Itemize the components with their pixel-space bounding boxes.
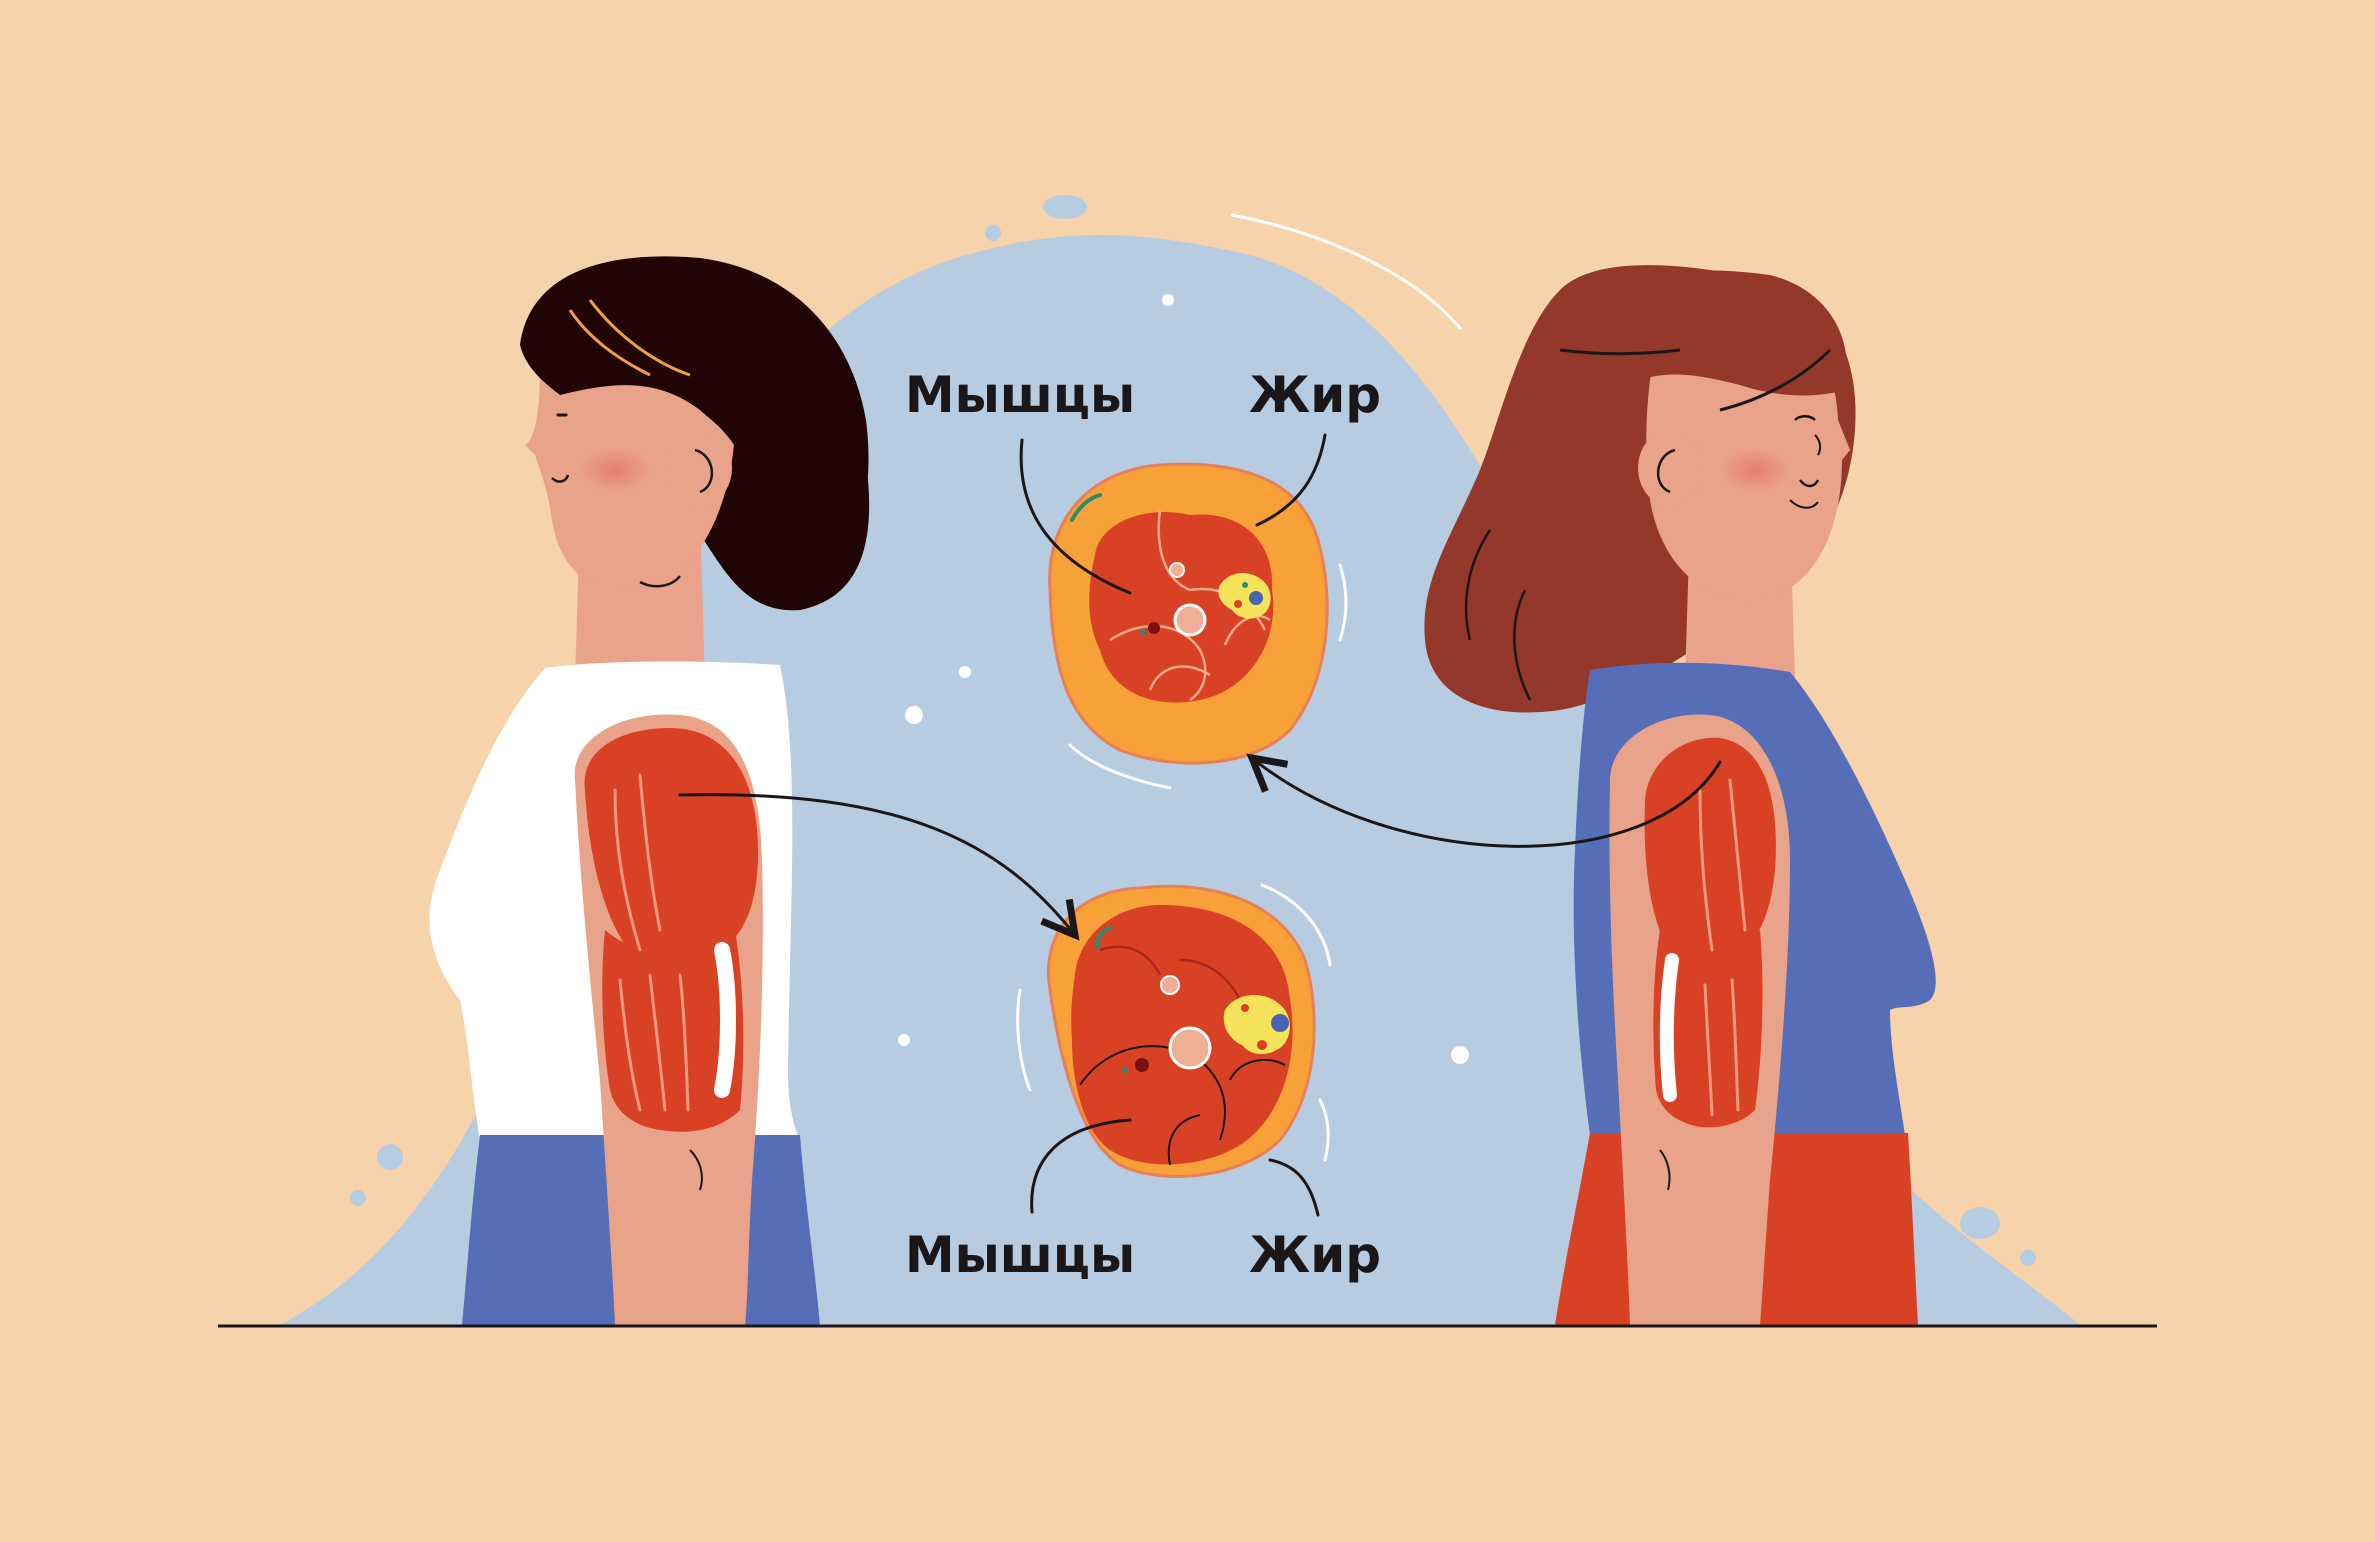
arrow-older-to-top-section <box>1252 758 1722 848</box>
top-cross-section <box>1048 462 1348 790</box>
decorative-dots <box>350 195 2036 1266</box>
bottom-cross-section <box>1016 883 1332 1178</box>
decorative-white-dots <box>898 294 1469 1064</box>
arrow-young-to-bottom-section <box>678 793 1075 935</box>
young-woman-triceps <box>602 930 744 1132</box>
older-woman <box>1424 265 1936 1325</box>
leader-lines <box>1019 433 1327 1217</box>
label-bottom-muscle: Мышцы <box>905 1226 1135 1284</box>
label-top-fat: Жир <box>1249 366 1381 424</box>
young-woman <box>429 256 870 1325</box>
decorative-arc-top <box>1230 213 1462 330</box>
label-top-muscle: Мышцы <box>905 366 1135 424</box>
label-bottom-fat: Жир <box>1249 1226 1381 1284</box>
